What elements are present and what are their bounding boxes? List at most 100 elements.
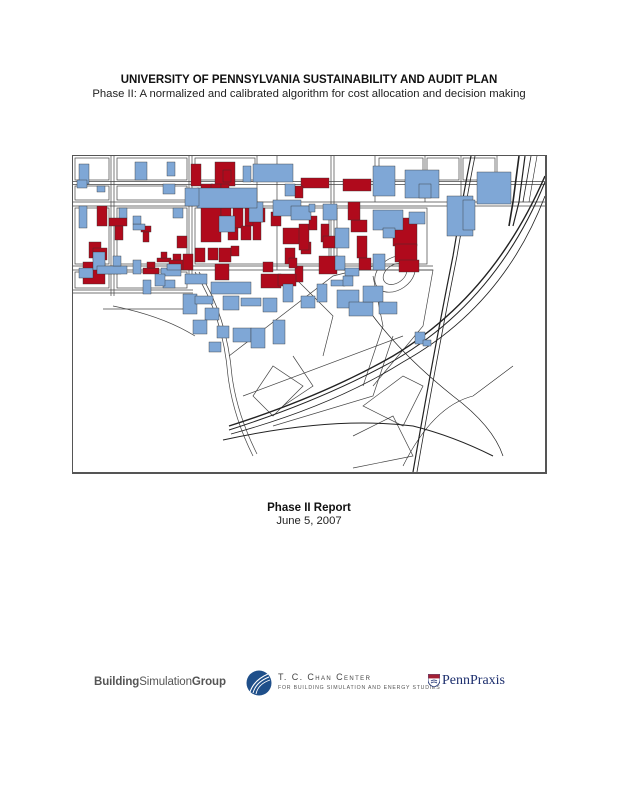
building (294, 185, 304, 199)
building (344, 267, 360, 277)
building (262, 297, 278, 313)
report-block: Phase II Report June 5, 2007 (0, 502, 618, 528)
building (272, 319, 286, 345)
building (184, 273, 208, 285)
building (200, 205, 222, 243)
building (334, 227, 350, 249)
campus-buildings (76, 161, 512, 287)
building (96, 205, 108, 227)
penn-shield-icon (428, 674, 440, 687)
building (348, 301, 374, 317)
building (284, 183, 296, 197)
building (146, 261, 156, 269)
building (190, 163, 202, 187)
chan-center-name: T. C. Chan Center (278, 672, 372, 682)
building (182, 253, 194, 271)
building (78, 205, 88, 229)
building (160, 251, 168, 259)
building (132, 259, 142, 275)
building (462, 199, 476, 231)
campus-map-svg (73, 156, 545, 472)
chan-center-tagline: for Building Simulation and Energy Studi… (278, 685, 441, 691)
building (207, 247, 219, 261)
building (222, 295, 240, 311)
building (204, 307, 220, 321)
building (242, 165, 252, 183)
building (300, 295, 316, 309)
report-date: June 5, 2007 (276, 515, 342, 527)
building (194, 247, 206, 263)
logo-bsg-part3: Group (191, 676, 226, 688)
building (334, 255, 346, 271)
building (308, 203, 316, 213)
building (108, 217, 128, 227)
building (418, 183, 432, 199)
building (414, 331, 426, 345)
building (142, 279, 152, 295)
building (282, 227, 302, 245)
building (308, 215, 318, 231)
logo-bsg-part2: Simulation (139, 676, 192, 688)
building (250, 327, 266, 349)
railway-lines (222, 156, 545, 472)
building (288, 257, 298, 269)
report-title: Phase II Report (267, 502, 351, 514)
building (208, 341, 222, 353)
building (132, 223, 146, 231)
title-block: UNIVERSITY OF PENNSYLVANIA SUSTAINABILIT… (0, 73, 618, 101)
building (184, 187, 200, 207)
building (300, 177, 330, 189)
campus-buildings-south (142, 273, 432, 353)
building (322, 235, 336, 249)
building (362, 285, 384, 303)
building (78, 267, 94, 279)
building (154, 273, 166, 287)
campus-map (72, 155, 547, 474)
building (230, 245, 240, 257)
building (162, 183, 176, 195)
building (132, 215, 142, 225)
building (166, 263, 182, 271)
building (96, 265, 128, 275)
building (378, 301, 398, 315)
pennpraxis-name: PennPraxis (442, 673, 505, 688)
building (118, 207, 128, 219)
building (112, 255, 122, 267)
building (372, 165, 396, 197)
building (176, 235, 188, 249)
chan-center-emblem-icon (246, 670, 272, 696)
building (382, 227, 396, 239)
building (372, 253, 386, 271)
building (262, 261, 274, 273)
building (96, 185, 106, 193)
building (342, 178, 372, 192)
building (196, 187, 258, 209)
building (252, 163, 294, 183)
footer-logos: BuildingSimulationGroup T. C. Chan Cente… (0, 668, 618, 702)
building (342, 275, 354, 287)
building (318, 255, 338, 275)
building (394, 243, 418, 263)
building (134, 161, 148, 181)
building (294, 265, 304, 283)
building (192, 319, 208, 335)
building (142, 231, 150, 243)
building (358, 257, 372, 271)
building (218, 247, 232, 263)
building (322, 203, 338, 221)
building (172, 207, 184, 219)
building (347, 201, 361, 221)
building (172, 253, 182, 261)
building (290, 205, 312, 221)
building (142, 267, 160, 275)
building (298, 223, 310, 251)
building (350, 219, 368, 233)
building (398, 259, 420, 273)
building (240, 225, 252, 241)
document-title: UNIVERSITY OF PENNSYLVANIA SUSTAINABILIT… (120, 74, 498, 86)
building (222, 169, 232, 183)
building (214, 263, 230, 281)
building (218, 215, 236, 233)
document-subtitle: Phase II: A normalized and calibrated al… (92, 88, 526, 100)
logo-bsg-part1: Building (94, 676, 140, 688)
